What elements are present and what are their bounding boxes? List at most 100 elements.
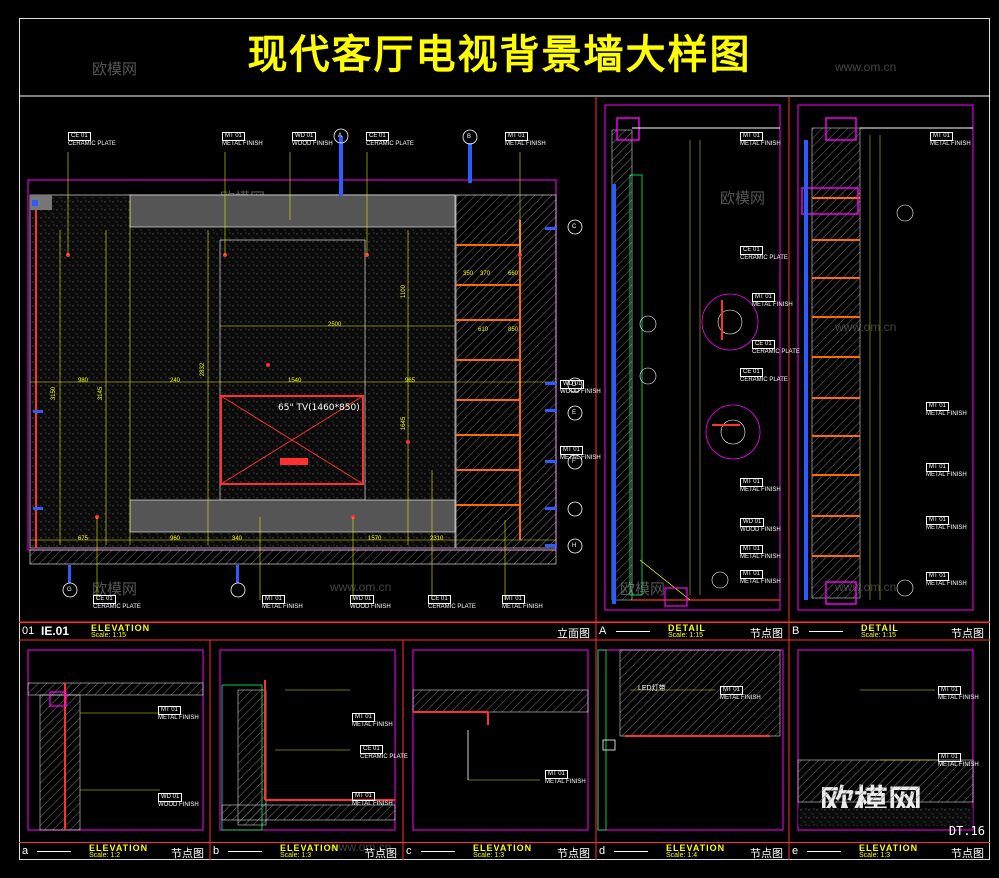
section-marker-g: G: [67, 587, 72, 593]
titlebar-detail-a: A DETAIL Scale: 1:15 节点图: [596, 622, 789, 641]
dim-label: 965: [405, 378, 416, 384]
dim-label: 3150: [51, 386, 58, 401]
section-marker-f: F: [572, 459, 576, 465]
dim-label: 2310: [430, 536, 444, 542]
sheet-number: DT.16: [948, 824, 985, 838]
dim-label: 3145: [98, 386, 105, 401]
panel-type: ELEVATION: [280, 843, 340, 853]
dim-label: 850: [508, 327, 519, 333]
panel-id: d: [599, 845, 606, 857]
titlebar-detail-e-small: e ELEVATION Scale: 1:3 节点图: [789, 842, 990, 861]
panel-id: e: [792, 845, 799, 857]
panel-scale: Scale: 1:4: [666, 852, 698, 859]
tv-label: 65" TV(1460*850): [278, 403, 360, 413]
divider: [809, 631, 843, 632]
panel-cn-label: 节点图: [750, 628, 783, 640]
section-marker-a: A: [338, 133, 343, 139]
panel-type: ELEVATION: [91, 623, 151, 633]
panel-id: c: [406, 845, 412, 857]
panel-cn-label: 节点图: [750, 848, 783, 860]
panel-scale: Scale: 1:3: [859, 852, 891, 859]
dim-label: 1645: [401, 416, 408, 431]
led-label: LED灯带: [638, 685, 666, 692]
panel-type: ELEVATION: [666, 843, 726, 853]
dim-label: 2832: [200, 362, 207, 377]
watermark-url: www.om.cn: [330, 580, 392, 594]
watermark-brand: 欧模网: [720, 190, 766, 207]
divider: [37, 851, 71, 852]
panel-cn-label: 立面图: [557, 628, 590, 640]
dim-label: 350: [463, 271, 474, 277]
titlebar-detail-b: B DETAIL Scale: 1:15 节点图: [789, 622, 990, 641]
dim-label: 240: [170, 378, 181, 384]
divider: [807, 851, 841, 852]
panel-id: b: [213, 845, 220, 857]
dim-label: 1540: [288, 378, 302, 384]
panel-scale: Scale: 1:3: [280, 852, 312, 859]
watermark-brand: 欧模网: [92, 61, 138, 78]
dim-label: 1100: [400, 285, 407, 298]
dim-label: 980: [78, 378, 89, 384]
panel-cn-label: 节点图: [951, 628, 984, 640]
drawing-title: 现代客厅电视背景墙大样图: [247, 31, 752, 78]
section-marker-e: E: [572, 410, 577, 416]
drawing-border: [19, 18, 990, 860]
dim-label: 1570: [368, 536, 382, 542]
panel-scale: Scale: 1:15: [861, 632, 897, 639]
dim-label: 960: [170, 536, 181, 542]
titlebar-main-elevation: 01 IE.01 ELEVATION Scale: 1:15 立面图: [19, 622, 596, 641]
panel-scale: Scale: 1:2: [89, 852, 121, 859]
panel-cn-label: 节点图: [951, 848, 984, 860]
panel-scale: Scale: 1:15: [668, 632, 704, 639]
divider: [616, 631, 650, 632]
watermark-url: www.om.cn: [835, 60, 897, 74]
panel-type: ELEVATION: [473, 843, 533, 853]
panel-cn-label: 节点图: [364, 848, 397, 860]
dim-label: 340: [232, 536, 243, 542]
panel-type: DETAIL: [861, 623, 899, 633]
panel-type: ELEVATION: [89, 843, 149, 853]
panel-cn-label: 节点图: [171, 848, 204, 860]
panel-id: B: [792, 625, 800, 637]
panel-scale: Scale: 1:15: [91, 632, 127, 639]
panel-type: ELEVATION: [859, 843, 919, 853]
titlebar-detail-b-small: b ELEVATION Scale: 1:3 节点图: [210, 842, 403, 861]
section-marker-d: D: [572, 382, 577, 388]
watermark-url: www.om.cn: [330, 840, 392, 854]
divider: [228, 851, 262, 852]
section-marker-b: B: [467, 134, 472, 140]
dim-label: 2500: [328, 322, 342, 328]
panel-id: a: [22, 845, 29, 857]
panel-type: DETAIL: [668, 623, 706, 633]
dim-label: 370: [480, 271, 491, 277]
